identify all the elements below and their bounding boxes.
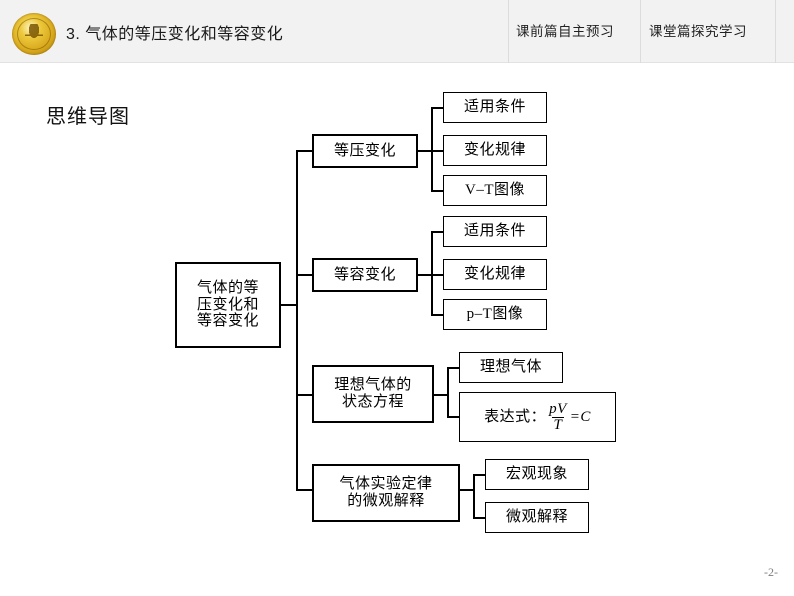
formula-numerator: pV xyxy=(549,400,567,417)
formula-equals: =C xyxy=(569,408,591,425)
connector-b2-c3 xyxy=(431,314,444,316)
emblem-crest xyxy=(25,24,43,44)
connector-branch-2 xyxy=(296,274,313,276)
connector-b2-c2 xyxy=(431,274,444,276)
connector-b2-out xyxy=(418,274,433,276)
page-title: 3. 气体的等压变化和等容变化 xyxy=(66,26,284,43)
connector-b1-c1 xyxy=(431,107,444,109)
formula-fraction: pV T xyxy=(547,400,569,433)
mindmap-branch-node-4[interactable]: 气体实验定律 的微观解释 xyxy=(312,464,460,522)
connector-b1-c3 xyxy=(431,190,444,192)
app-header: 3. 气体的等压变化和等容变化 课前篇自主预习 课堂篇探究学习 xyxy=(0,0,794,63)
mindmap-leaf-change-law-2[interactable]: 变化规律 xyxy=(443,259,547,290)
connector-b4-c1 xyxy=(473,474,486,476)
connector-b2-c1 xyxy=(431,231,444,233)
connector-b3-spine xyxy=(447,368,449,418)
connector-main-trunk xyxy=(296,151,298,491)
connector-branch-1 xyxy=(296,150,313,152)
connector-b1-c2 xyxy=(431,150,444,152)
page-number: -2- xyxy=(764,565,778,579)
tab-in-class-inquiry[interactable]: 课堂篇探究学习 xyxy=(649,24,747,39)
connector-b3-c2 xyxy=(447,416,460,418)
mindmap-branch-node-3[interactable]: 理想气体的 状态方程 xyxy=(312,365,434,423)
emblem-ring xyxy=(17,18,51,50)
mindmap-leaf-expression[interactable]: 表达式： pV T =C xyxy=(459,392,616,442)
formula-denominator: T xyxy=(551,416,565,433)
connector-branch-3 xyxy=(296,394,313,396)
state-equation-formula: 表达式： pV T =C xyxy=(484,400,591,433)
mindmap-leaf-ideal-gas[interactable]: 理想气体 xyxy=(459,352,563,383)
header-divider-3 xyxy=(775,0,776,63)
connector-branch-4 xyxy=(296,489,313,491)
mindmap-branch-node-1[interactable]: 等压变化 xyxy=(312,134,418,168)
mindmap-leaf-change-law-1[interactable]: 变化规律 xyxy=(443,135,547,166)
tab-pre-class-preview[interactable]: 课前篇自主预习 xyxy=(516,24,614,39)
section-heading: 思维导图 xyxy=(46,106,130,128)
mindmap-leaf-applicable-conditions-1[interactable]: 适用条件 xyxy=(443,92,547,123)
formula-prefix: 表达式： xyxy=(484,408,547,425)
header-divider-1 xyxy=(508,0,509,63)
mindmap-leaf-pt-graph[interactable]: p–T图像 xyxy=(443,299,547,330)
mindmap-branch-node-2[interactable]: 等容变化 xyxy=(312,258,418,292)
connector-b1-out xyxy=(418,150,433,152)
header-divider-2 xyxy=(640,0,641,63)
connector-b4-c2 xyxy=(473,517,486,519)
school-emblem-icon xyxy=(12,13,56,55)
connector-b3-c1 xyxy=(447,367,460,369)
connector-b4-spine xyxy=(473,475,475,518)
mindmap-leaf-microscopic-explanation[interactable]: 微观解释 xyxy=(485,502,589,533)
connector-b4-out xyxy=(460,489,475,491)
mindmap-leaf-macroscopic-phenomena[interactable]: 宏观现象 xyxy=(485,459,589,490)
connector-root-stub xyxy=(281,304,298,306)
mindmap-leaf-applicable-conditions-2[interactable]: 适用条件 xyxy=(443,216,547,247)
mindmap-root-node[interactable]: 气体的等 压变化和 等容变化 xyxy=(175,262,281,348)
connector-b3-out xyxy=(434,394,449,396)
mindmap-leaf-vt-graph[interactable]: V–T图像 xyxy=(443,175,547,206)
